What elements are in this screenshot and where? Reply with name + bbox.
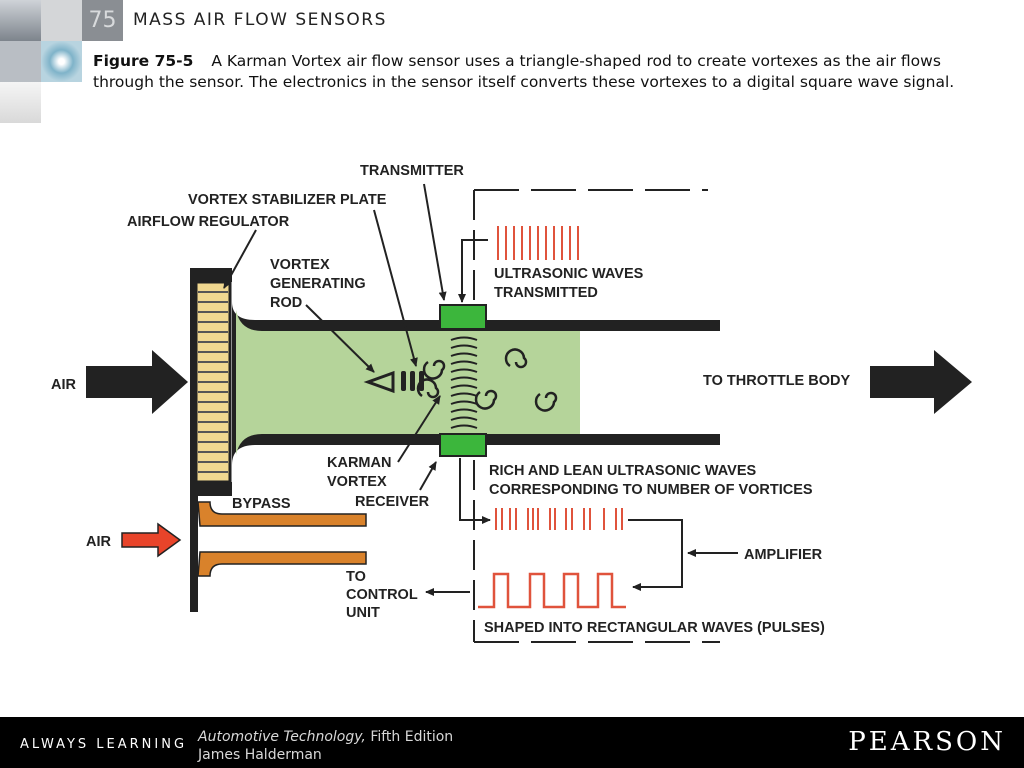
transmitter-block	[439, 304, 487, 330]
electronics-boundary	[473, 189, 720, 643]
stabilizer-bar-2	[410, 371, 415, 391]
book-title: Automotive Technology,	[198, 729, 366, 745]
figure-label: Figure 75-5	[93, 52, 194, 70]
label-ultrasonic-2: TRANSMITTED	[494, 285, 598, 301]
sparkle-thumbnail	[41, 41, 82, 82]
rectangular-pulses	[478, 572, 626, 609]
receiver-block	[439, 433, 487, 457]
label-karman-1: KARMAN	[327, 455, 391, 471]
throttle-outlet-arrow	[870, 350, 972, 414]
label-transmitter: TRANSMITTER	[360, 163, 464, 179]
ultrasonic-wave-stack	[450, 336, 478, 429]
sports-car-thumbnail	[0, 82, 41, 123]
label-amplifier: AMPLIFIER	[744, 547, 823, 563]
label-control-3: UNIT	[346, 605, 380, 621]
label-vortex-rod-1: VORTEX	[270, 257, 330, 273]
grey-thumbnail	[41, 0, 82, 41]
label-shaped-pulses: SHAPED INTO RECTANGULAR WAVES (PULSES)	[484, 620, 825, 636]
label-air-bypass: AIR	[86, 534, 112, 550]
bypass-tube	[197, 501, 367, 577]
label-rich-lean-1: RICH AND LEAN ULTRASONIC WAVES	[489, 463, 757, 479]
label-control-1: TO	[346, 569, 366, 585]
vortex-rod-triangle	[363, 370, 395, 394]
publisher-logo: PEARSON	[848, 727, 1006, 757]
chapter-number: 75	[82, 0, 123, 41]
duct-interior	[236, 310, 580, 455]
leader-lines	[223, 183, 447, 491]
waves-to-amplifier	[628, 519, 683, 591]
label-receiver: RECEIVER	[355, 494, 430, 510]
book-edition: Fifth Edition	[365, 729, 454, 745]
caption-text: A Karman Vortex air flow sensor uses a t…	[93, 52, 955, 91]
label-throttle-body: TO THROTTLE BODY	[703, 373, 850, 389]
label-bypass: BYPASS	[232, 496, 291, 512]
housing-wall	[190, 268, 198, 612]
air-inlet-arrow	[86, 350, 188, 414]
footer-tagline: ALWAYS LEARNING	[20, 737, 188, 752]
signal-to-transmitter	[458, 239, 488, 303]
chapter-thumbnails	[0, 0, 41, 123]
label-airflow-regulator: AIRFLOW REGULATOR	[127, 214, 290, 230]
label-air-main: AIR	[51, 377, 77, 393]
label-control-2: CONTROL	[346, 587, 418, 603]
housing-bottom	[190, 482, 232, 496]
bypass-air-arrow	[121, 522, 182, 558]
transmitted-waves	[497, 226, 579, 260]
chapter-title: MASS AIR FLOW SENSORS	[133, 10, 387, 30]
housing-top	[190, 268, 232, 282]
label-vortex-rod-2: GENERATING	[270, 276, 366, 292]
label-vortex-rod-3: ROD	[270, 295, 302, 311]
book-author: James Halderman	[198, 747, 322, 763]
book-credit: Automotive Technology, Fifth Edition Jam…	[198, 728, 453, 764]
received-waves	[495, 508, 623, 530]
receiver-to-waves	[459, 458, 491, 524]
car-thumbnail	[0, 0, 41, 41]
engine-thumbnail	[0, 41, 41, 82]
karman-vortex-diagram: TRANSMITTER VORTEX STABILIZER PLATE AIRF…	[51, 163, 972, 643]
label-karman-2: VORTEX	[327, 474, 387, 490]
stabilizer-bar-1	[401, 371, 406, 391]
label-ultrasonic-1: ULTRASONIC WAVES	[494, 266, 644, 282]
regulator-slats	[198, 291, 228, 473]
label-rich-lean-2: CORRESPONDING TO NUMBER OF VORTICES	[489, 482, 813, 498]
label-vortex-stabilizer: VORTEX STABILIZER PLATE	[188, 192, 387, 208]
footer-bar: ALWAYS LEARNING Automotive Technology, F…	[0, 717, 1024, 768]
